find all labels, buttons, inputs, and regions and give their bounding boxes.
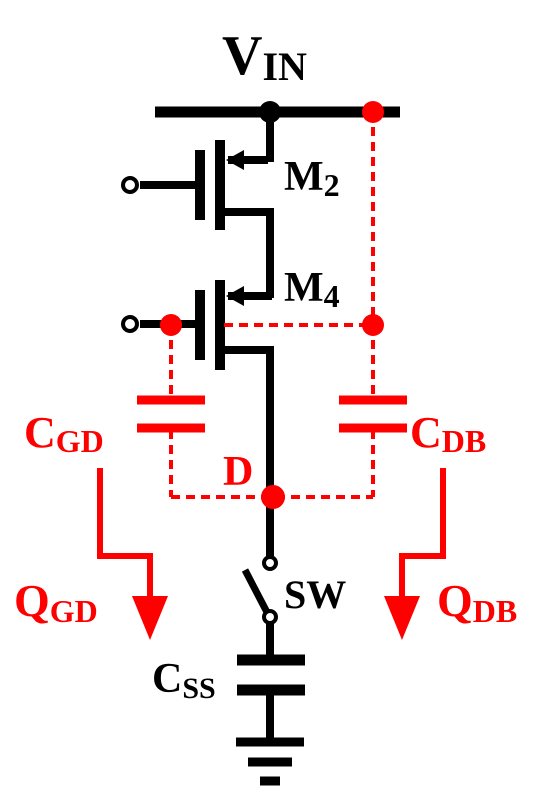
charge-arrows [97, 468, 446, 600]
cgd-label: CGD [24, 408, 104, 459]
vin-node [259, 101, 281, 123]
m2-label: M2 [284, 154, 340, 203]
css-label: CSS [152, 656, 216, 705]
switch-label: SW [284, 572, 346, 617]
drain-red-node [261, 485, 285, 509]
m4-arrow-icon [226, 286, 244, 306]
m2-gate-terminal[interactable] [121, 176, 139, 194]
m2-arrow-icon [226, 150, 244, 170]
switch-bottom-terminal [262, 609, 278, 625]
gate-red-node [160, 314, 182, 336]
bulk-red-node [362, 314, 384, 336]
vin-red-node [362, 101, 384, 123]
qgd-label: QGD [14, 575, 98, 629]
switch-blade [241, 568, 274, 620]
cdb-label: CDB [410, 408, 486, 459]
m4-label: M4 [284, 265, 340, 314]
qgd-arrow-icon [132, 596, 168, 640]
qdb-label: QDB [437, 575, 517, 629]
qgd-arrow-path [97, 468, 153, 600]
parasitic-capacitors [137, 395, 407, 433]
switch-top-terminal [262, 555, 278, 571]
m4-gate-terminal[interactable] [121, 315, 139, 333]
parasitic-wires [169, 112, 375, 499]
vin-label: VIN [222, 25, 307, 89]
qdb-arrow-path [399, 468, 446, 600]
circuit-wires [140, 106, 400, 786]
qdb-arrow-icon [384, 596, 420, 640]
drain-node-label: D [223, 449, 253, 495]
